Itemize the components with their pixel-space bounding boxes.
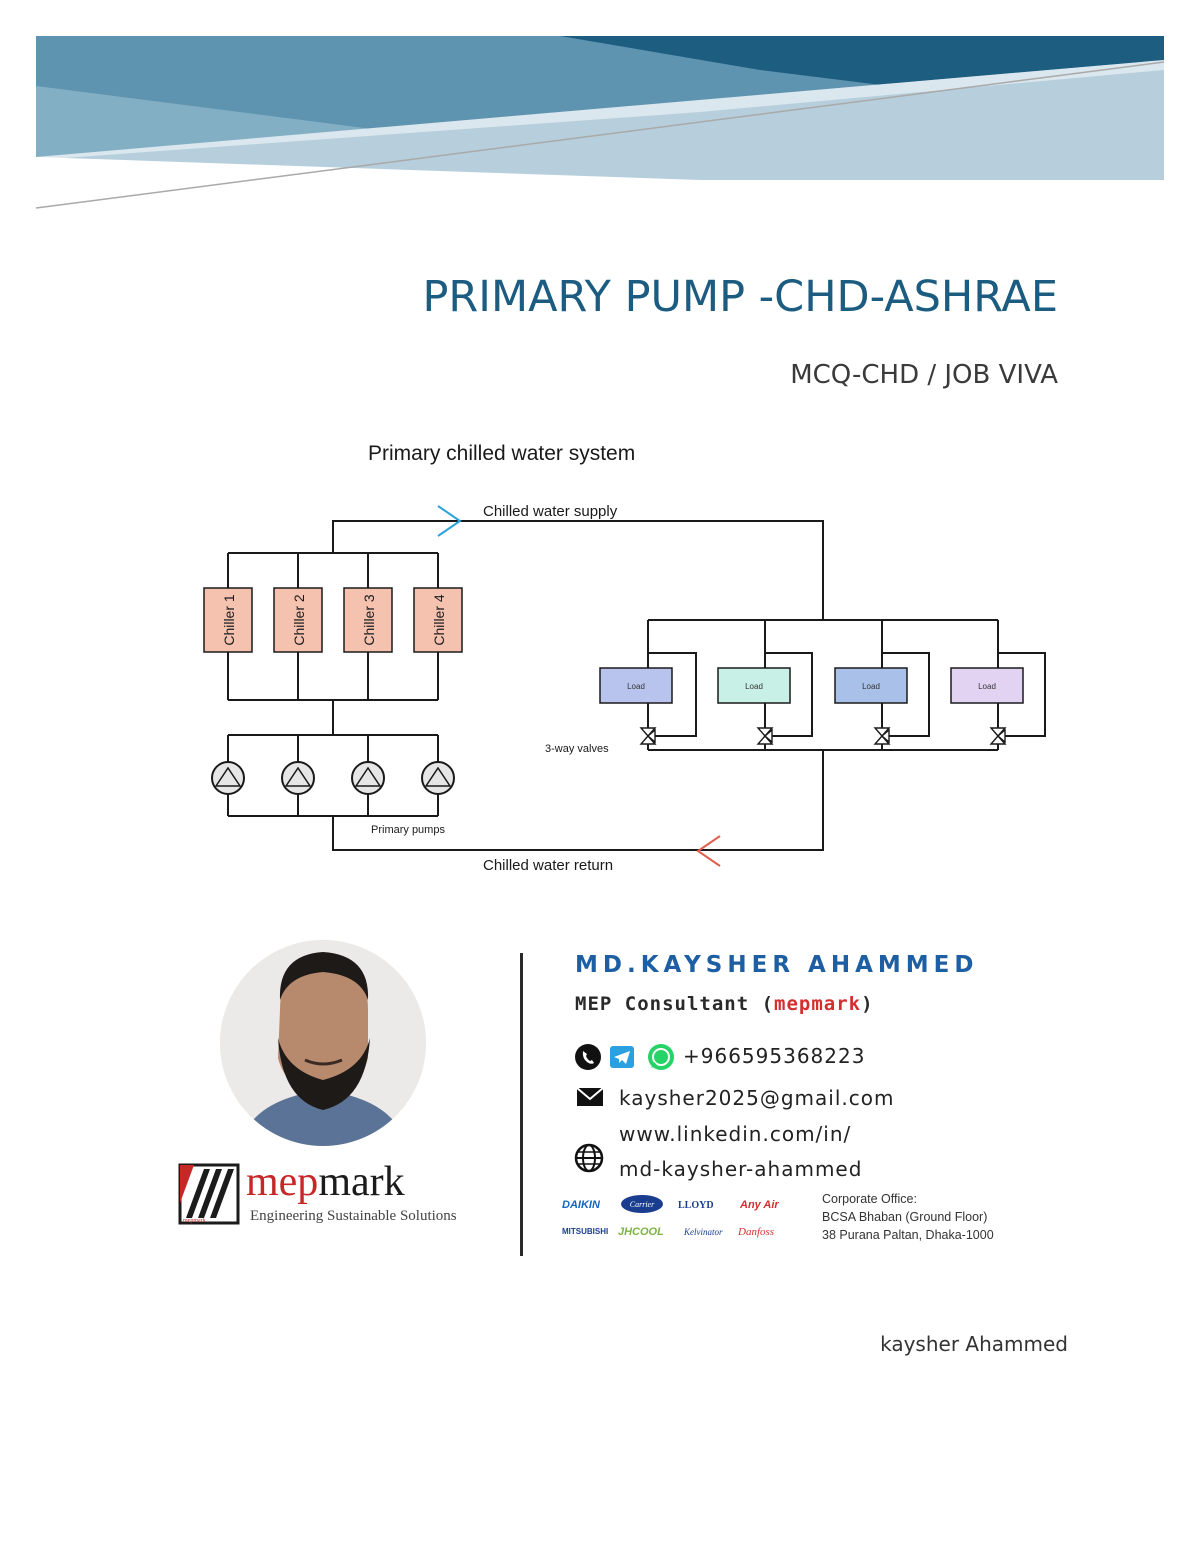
brand-daikin: DAIKIN: [562, 1199, 601, 1211]
logo-tagline: Engineering Sustainable Solutions: [250, 1208, 457, 1224]
supply-label: Chilled water supply: [483, 503, 618, 520]
supply-arrow-icon: [437, 505, 462, 537]
corporate-line2: 38 Purana Paltan, Dhaka-1000: [822, 1228, 994, 1242]
chiller-group: Chiller 1 Chiller 2 Chiller 3 Chiller 4: [203, 587, 463, 653]
mail-icon: [576, 1087, 604, 1106]
avatar: [220, 940, 426, 1146]
logo-word-part1: mep: [246, 1159, 319, 1205]
role-brand: mepmark: [774, 993, 862, 1015]
chiller-label: Chiller 3: [361, 594, 377, 646]
globe-icon: [574, 1143, 604, 1173]
chiller-1: [203, 587, 253, 653]
svg-text:Carrier: Carrier: [630, 1200, 655, 1209]
contact-icons-row: [575, 1044, 674, 1070]
chiller-4: [413, 587, 463, 653]
load-label: Load: [745, 682, 763, 691]
return-label: Chilled water return: [483, 857, 613, 874]
diagram-title: Primary chilled water system: [368, 442, 635, 465]
person-photo: [220, 940, 426, 1146]
brand-jhcool: JHCOOL: [618, 1226, 664, 1238]
three-way-valves: [639, 727, 1007, 745]
brand-danfoss: Danfoss: [737, 1226, 774, 1238]
chiller-label: Chiller 2: [291, 594, 307, 646]
load-1: [599, 667, 673, 704]
telegram-icon: [610, 1046, 634, 1068]
logo-wordmark: mepmark: [246, 1158, 405, 1206]
load-4: [950, 667, 1024, 704]
brand-logos: DAIKIN Carrier LLOYD Any Air MITSUBISHI …: [562, 1195, 779, 1238]
brand-lloyd: LLOYD: [678, 1200, 714, 1211]
brand-carrier: Carrier: [621, 1195, 663, 1213]
role-prefix: MEP Consultant (: [575, 993, 775, 1015]
corporate-heading: Corporate Office:: [822, 1192, 917, 1206]
brand-mitsubishi: MITSUBISHI: [562, 1227, 608, 1236]
chiller-label: Chiller 4: [431, 594, 447, 646]
contact-email[interactable]: kaysher2025@gmail.com: [619, 1086, 895, 1110]
load-2: [717, 667, 791, 704]
chiller-label: Chiller 1: [221, 594, 237, 646]
contact-linkedin-line1[interactable]: www.linkedin.com/in/: [619, 1122, 852, 1146]
phone-icon: [575, 1044, 601, 1070]
return-arrow-icon: [696, 835, 721, 867]
pump-icon: [281, 761, 315, 795]
card-role: MEP Consultant (mepmark): [575, 993, 874, 1015]
valve-icon: [989, 727, 1007, 745]
chiller-3: [343, 587, 393, 653]
valves-label: 3-way valves: [545, 743, 609, 755]
logo-mark-text: mepmark: [183, 1218, 206, 1224]
load-3: [834, 667, 908, 704]
primary-pumps: [211, 761, 455, 795]
load-label: Load: [627, 682, 645, 691]
footer-author: kaysher Ahammed: [880, 1332, 1068, 1356]
valve-icon: [639, 727, 657, 745]
corporate-office: Corporate Office: BCSA Bhaban (Ground Fl…: [822, 1190, 994, 1244]
contact-phone[interactable]: +966595368223: [683, 1044, 866, 1068]
role-suffix: ): [861, 993, 874, 1015]
load-group: Load Load Load Load: [599, 667, 1024, 704]
logo-word-part2: mark: [318, 1159, 405, 1205]
load-label: Load: [978, 682, 996, 691]
load-label: Load: [862, 682, 880, 691]
header-banner: [35, 36, 1165, 209]
whatsapp-icon: [648, 1044, 674, 1070]
primary-chilled-water-diagram: Primary chilled water system Chilled wat…: [203, 442, 1046, 874]
pump-icon: [211, 761, 245, 795]
document-title: PRIMARY PUMP -CHD-ASHRAE: [422, 272, 1059, 322]
corporate-line1: BCSA Bhaban (Ground Floor): [822, 1210, 988, 1224]
pump-icon: [421, 761, 455, 795]
valve-icon: [756, 727, 774, 745]
brand-kelvinator: Kelvinator: [683, 1227, 723, 1237]
brand-anyair: Any Air: [739, 1199, 779, 1211]
mepmark-logo-mark: mepmark: [178, 1163, 240, 1225]
pumps-label: Primary pumps: [371, 824, 445, 836]
card-name: MD.KAYSHER AHAMMED: [575, 952, 979, 978]
pump-icon: [351, 761, 385, 795]
card-divider: [520, 953, 523, 1256]
valve-icon: [873, 727, 891, 745]
chiller-2: [273, 587, 323, 653]
document-subtitle: MCQ-CHD / JOB VIVA: [790, 360, 1058, 390]
contact-linkedin-line2[interactable]: md-kaysher-ahammed: [619, 1157, 863, 1181]
